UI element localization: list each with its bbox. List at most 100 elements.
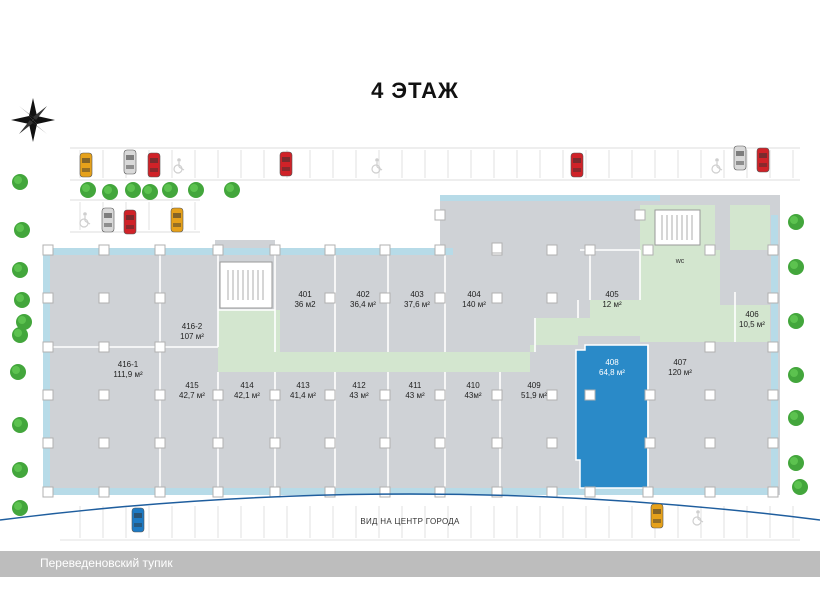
car-icon	[733, 145, 747, 171]
room-number: 401	[298, 290, 312, 299]
tree-icon	[788, 214, 804, 230]
room-area: 51,9 м²	[521, 391, 547, 400]
room-partitions	[50, 249, 736, 488]
car-icon	[650, 503, 664, 529]
facade-glazing	[43, 195, 778, 495]
room-number: 405	[605, 290, 619, 299]
room-area: 140 м²	[462, 300, 486, 309]
tree-icon	[14, 292, 30, 308]
wheelchair-icon	[173, 158, 185, 174]
wheelchair-icon	[371, 158, 383, 174]
room-area: 36,4 м²	[350, 300, 376, 309]
room-number: 410	[466, 381, 480, 390]
tree-icon	[788, 455, 804, 471]
tree-icon	[188, 182, 204, 198]
tree-icon	[788, 410, 804, 426]
tree-icon	[142, 184, 158, 200]
room-number: 415	[185, 381, 199, 390]
room-number: 413	[296, 381, 310, 390]
room-area: 10,5 м²	[739, 320, 765, 329]
tree-icon	[10, 364, 26, 380]
car-icon	[756, 147, 770, 173]
accessible-parking	[79, 158, 723, 526]
room-number: 408	[605, 358, 619, 367]
tree-icon	[224, 182, 240, 198]
room-area: 42,7 м²	[179, 391, 205, 400]
room-number: 404	[467, 290, 481, 299]
floor-title: 4 ЭТАЖ	[371, 78, 459, 103]
view-direction-label: ВИД НА ЦЕНТР ГОРОДА	[360, 517, 460, 526]
room-area: 107 м²	[180, 332, 204, 341]
tree-icon	[162, 182, 178, 198]
room-area: 111,9 м²	[113, 370, 143, 379]
room-area: 37,6 м²	[404, 300, 430, 309]
tree-icon	[788, 313, 804, 329]
room-number: 402	[356, 290, 370, 299]
car-icon	[570, 152, 584, 178]
wheelchair-icon	[692, 510, 704, 526]
tree-icon	[12, 417, 28, 433]
car-icon	[279, 151, 293, 177]
tree-icon	[788, 367, 804, 383]
room-area: 120 м²	[668, 368, 692, 377]
car-icon	[79, 152, 93, 178]
room-area: 42,1 м²	[234, 391, 260, 400]
room-area: 43 м²	[405, 391, 425, 400]
road-curve	[0, 493, 820, 521]
street-bar	[0, 551, 820, 577]
wheelchair-icon	[79, 212, 91, 228]
room-number: 416-1	[117, 360, 139, 369]
car-icon	[101, 207, 115, 233]
tree-icon	[14, 222, 30, 238]
tree-icon	[12, 262, 28, 278]
car-icon	[123, 209, 137, 235]
tree-icon	[12, 462, 28, 478]
room-area: 64,8 м²	[599, 368, 625, 377]
tree-icon	[125, 182, 141, 198]
stairwell	[219, 209, 701, 309]
trees	[10, 174, 808, 516]
tree-icon	[12, 174, 28, 190]
room-number: 406	[745, 310, 759, 319]
tree-icon	[788, 259, 804, 275]
tree-icon	[792, 479, 808, 495]
room-number: 407	[673, 358, 687, 367]
room-area: 41,4 м²	[290, 391, 316, 400]
room-number: 412	[352, 381, 366, 390]
room-area: 43м²	[464, 391, 482, 400]
structural-columns	[42, 209, 779, 498]
wheelchair-icon	[711, 158, 723, 174]
tree-icon	[12, 500, 28, 516]
tree-icon	[16, 314, 32, 330]
room-area: 43 м²	[349, 391, 369, 400]
room-number: 416-2	[181, 322, 203, 331]
car-icon	[123, 149, 137, 175]
street-name: Переведеновский тупик	[40, 556, 173, 570]
wc-label: wc	[675, 258, 685, 265]
room-area: 12 м²	[602, 300, 622, 309]
room-number: 414	[240, 381, 254, 390]
room-area: 36 м2	[294, 300, 316, 309]
room-number: 411	[408, 381, 422, 390]
tree-icon	[80, 182, 96, 198]
tree-icon	[12, 327, 28, 343]
